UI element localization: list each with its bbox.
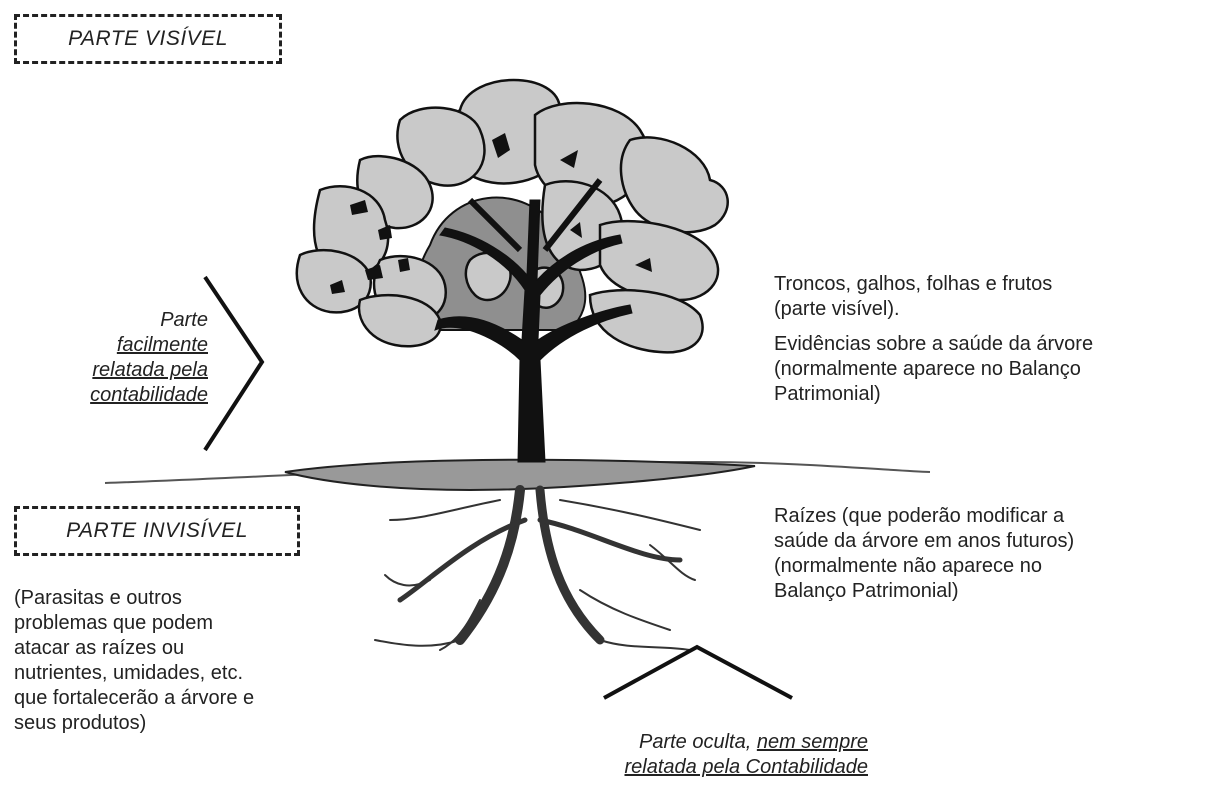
right-bottom-line2: saúde da árvore em anos futuros) [774, 529, 1074, 554]
left-visible-line1: Parte [40, 308, 208, 333]
right-top-line1: Troncos, galhos, folhas e frutos [774, 272, 1093, 297]
bottom-note-line1: Parte oculta, nem sempre [520, 730, 868, 755]
right-bottom-line1: Raízes (que poderão modificar a [774, 504, 1074, 529]
left-invisible-line5: que fortalecerão a árvore e [14, 686, 254, 711]
right-bottom-line3: (normalmente não aparece no [774, 554, 1074, 579]
left-invisible-line1: (Parasitas e outros [14, 586, 254, 611]
left-invisible-line4: nutrientes, umidades, etc. [14, 661, 254, 686]
right-top-line2: (parte visível). [774, 297, 1093, 322]
left-bracket [205, 277, 262, 450]
left-visible-line2: facilmente [40, 333, 208, 358]
visible-part-label: PARTE VISÍVEL [14, 14, 282, 64]
left-visible-line3: relatada pela [40, 358, 208, 383]
left-visible-line4: contabilidade [40, 383, 208, 408]
bottom-bracket [604, 647, 792, 698]
right-top-line5: Patrimonial) [774, 382, 1093, 407]
bottom-note-part2: nem sempre [757, 731, 868, 753]
left-invisible-line2: problemas que podem [14, 611, 254, 636]
right-bottom-line4: Balanço Patrimonial) [774, 579, 1074, 604]
left-visible-note: Parte facilmente relatada pela contabili… [40, 308, 208, 408]
left-invisible-line3: atacar as raízes ou [14, 636, 254, 661]
bottom-note-part1: Parte oculta, [639, 731, 757, 753]
bottom-note: Parte oculta, nem sempre relatada pela C… [520, 730, 868, 780]
left-invisible-note: (Parasitas e outros problemas que podem … [14, 586, 254, 736]
roots [375, 490, 700, 650]
left-invisible-line6: seus produtos) [14, 711, 254, 736]
right-top-line3: Evidências sobre a saúde da árvore [774, 332, 1093, 357]
right-top-note: Troncos, galhos, folhas e frutos (parte … [774, 272, 1093, 407]
right-top-line4: (normalmente aparece no Balanço [774, 357, 1093, 382]
right-bottom-note: Raízes (que poderão modificar a saúde da… [774, 504, 1074, 604]
bottom-note-line2: relatada pela Contabilidade [520, 755, 868, 780]
invisible-part-label: PARTE INVISÍVEL [14, 506, 300, 556]
